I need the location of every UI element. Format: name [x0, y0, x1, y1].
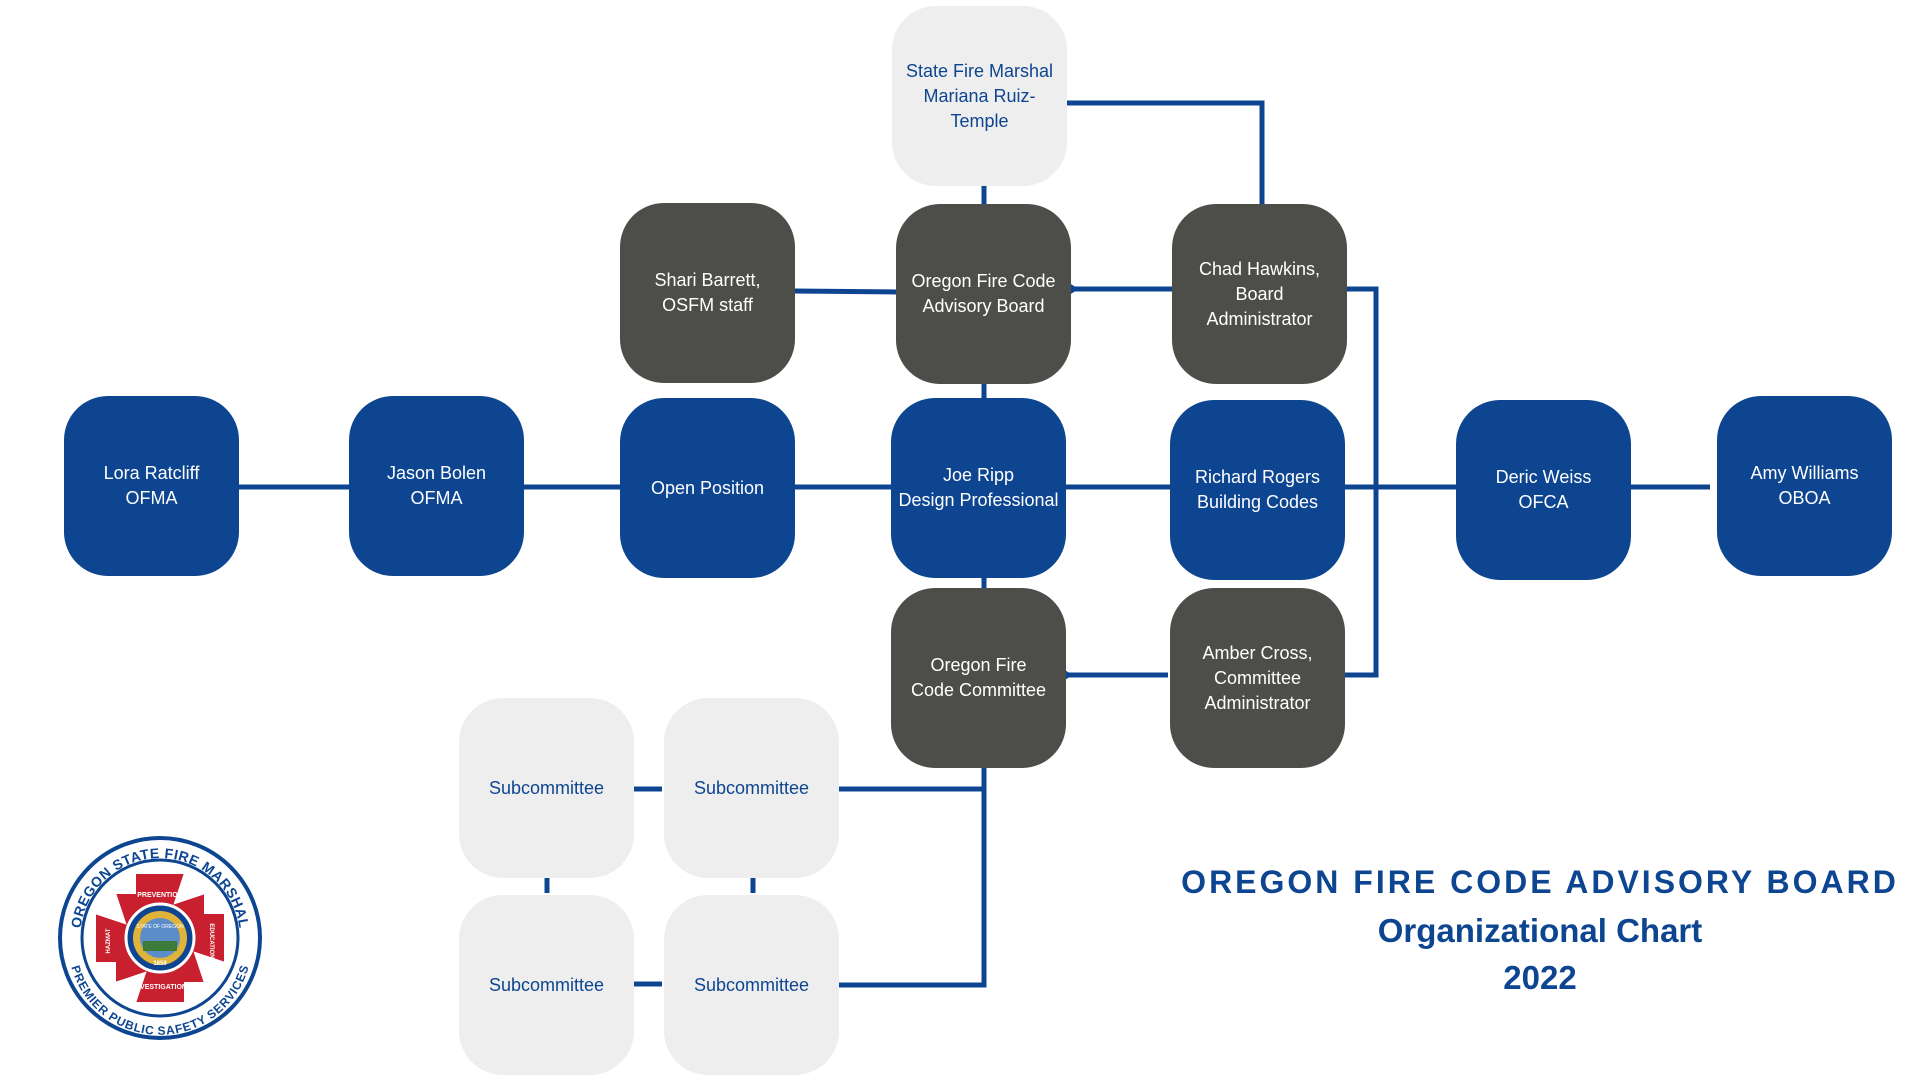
node-line: Shari Barrett, — [654, 270, 761, 290]
node-line: Oregon Fire Code — [911, 271, 1056, 291]
node-line: State Fire Marshal — [905, 60, 1054, 81]
node-line: Joe Ripp — [942, 465, 1015, 485]
logo-cross-bottom-text: INVESTIGATION — [133, 984, 187, 991]
node-subcommittee[interactable]: Subcommittee — [664, 698, 839, 878]
logo-seal-year: 1859 — [153, 961, 167, 967]
subcommittee-links — [544, 786, 756, 987]
node-line: Jason Bolen — [386, 463, 487, 483]
node-open-position[interactable]: Open Position — [620, 398, 795, 578]
node-line: Amy Williams — [1750, 463, 1859, 483]
node-line: OFMA — [125, 488, 178, 508]
node-line: Amber Cross, — [1202, 642, 1313, 663]
staff-to-board-line — [793, 288, 899, 295]
logo-cross-left-text: HAZMAT — [106, 928, 112, 953]
admin-bracket-line — [1345, 286, 1379, 678]
node-line: Administrator — [1204, 692, 1311, 713]
node-line: Mariana Ruiz-Temple — [923, 85, 1036, 131]
node-line: Building Codes — [1196, 492, 1319, 512]
node-line: Lora Ratcliff — [103, 463, 200, 483]
node-line: OFMA — [410, 488, 463, 508]
logo-seal-text: STATE OF OREGON — [136, 924, 184, 930]
node-line: Administrator — [1206, 308, 1313, 329]
node-line: Richard Rogers — [1194, 467, 1321, 487]
logo-cross-right-text: EDUCATION — [208, 923, 214, 958]
chart-year: 2022 — [1503, 959, 1577, 996]
node-subcommittee[interactable]: Subcommittee — [664, 895, 839, 1075]
node-line: Subcommittee — [693, 974, 810, 995]
node-line: Code Committee — [910, 680, 1047, 700]
node-line: Advisory Board — [922, 296, 1045, 316]
chart-subtitle: Organizational Chart — [1377, 912, 1703, 949]
node-line: OFCA — [1518, 492, 1569, 512]
marshal-to-administrator-line — [1065, 100, 1265, 208]
logo-cross-top-text: PREVENTION — [137, 892, 183, 899]
node-line: Committee — [1213, 667, 1302, 688]
committee-to-subcommittees-line — [833, 766, 987, 988]
node-line: Design Professional — [898, 490, 1059, 510]
chart-title-block: OREGON FIRE CODE ADVISORY BOARD Organiza… — [1150, 860, 1920, 1000]
node-line: Open Position — [650, 477, 765, 498]
node-line: Chad Hawkins, — [1198, 258, 1321, 279]
node-subcommittee[interactable]: Subcommittee — [459, 895, 634, 1075]
node-line: Subcommittee — [488, 974, 605, 995]
node-line: Deric Weiss — [1495, 467, 1592, 487]
node-line: Subcommittee — [693, 777, 810, 798]
node-line: OBOA — [1778, 488, 1831, 508]
node-line: Oregon Fire — [930, 655, 1027, 675]
chart-title: OREGON FIRE CODE ADVISORY BOARD — [1181, 864, 1899, 900]
node-shari-barrett[interactable]: Shari Barrett, OSFM staff — [620, 203, 795, 383]
node-line: Board — [1235, 283, 1284, 304]
node-line: OSFM staff — [662, 295, 753, 315]
osfm-logo: OREGON STATE FIRE MARSHAL PREMIER PUBLIC… — [58, 836, 262, 1040]
node-subcommittee[interactable]: Subcommittee — [459, 698, 634, 878]
node-line: Subcommittee — [488, 777, 605, 798]
